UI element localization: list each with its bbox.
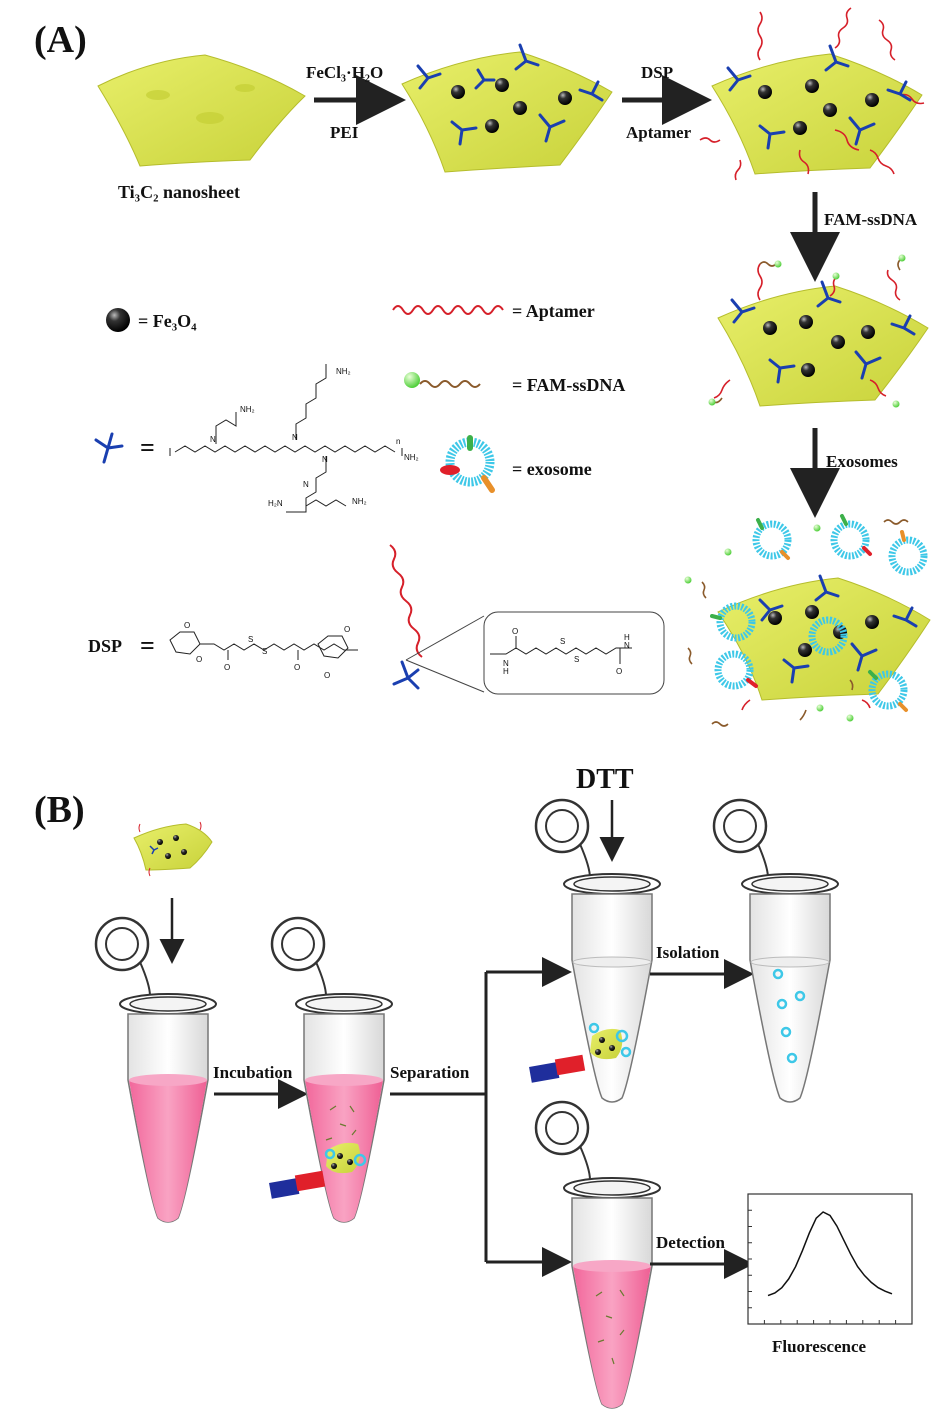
- aptamer-functionalized-nanosheet: [699, 7, 925, 181]
- pei-atom-nh2-1: NH₂: [240, 405, 255, 414]
- step2-reagent-bottom: Aptamer: [626, 123, 692, 142]
- pei-atom-h2n: H₂N: [268, 499, 283, 508]
- panel-b-label: (B): [34, 789, 85, 831]
- pei-atom-n-2: N: [292, 433, 298, 442]
- dsp-atom-o-1: O: [184, 621, 190, 630]
- pei-legend-icon: [94, 432, 124, 464]
- linker-structure-box: [483, 611, 665, 695]
- fe3o4-pei-nanosheet: [401, 43, 613, 173]
- fluorescence-label: Fluorescence: [772, 1337, 867, 1356]
- ti3c2-nanosheet: [97, 54, 306, 167]
- pei-atom-n-1: N: [210, 435, 216, 444]
- step1-reagent-bottom: PEI: [330, 123, 359, 142]
- step1-reagent-top: FeCl₃·H₂O: [306, 63, 383, 82]
- dsp-legend-label: DSP: [88, 636, 122, 656]
- exosome-legend-label: = exosome: [512, 459, 592, 479]
- pei-atom-n-4: N: [303, 480, 309, 489]
- tube-4-isolated-exosomes: [712, 798, 839, 1103]
- exosome-legend-icon: [440, 435, 495, 493]
- tube-1-sample: [94, 916, 217, 1223]
- step3-reagent: FAM-ssDNA: [824, 210, 918, 229]
- fluorescence-curve: [767, 1211, 893, 1297]
- dsp-atom-s-1: S: [248, 635, 253, 644]
- dsp-atom-o-3: O: [224, 663, 230, 672]
- dsp-atom-o-6: O: [324, 671, 330, 680]
- step2-reagent-top: DSP: [641, 63, 673, 82]
- pei-atom-n-3: N: [322, 455, 328, 464]
- linker-atom-n-1: N: [503, 659, 509, 668]
- pei-subscript-n: n: [396, 437, 400, 446]
- dtt-label: DTT: [576, 764, 634, 795]
- linker-atom-s-1: S: [560, 637, 565, 646]
- dsp-atom-o-4: O: [294, 663, 300, 672]
- pei-legend-equals: =: [140, 433, 155, 462]
- probe-nanosheet-icon: [133, 821, 213, 877]
- linker-atom-o-2: O: [616, 667, 622, 676]
- step4-reagent: Exosomes: [826, 452, 898, 471]
- incubation-label: Incubation: [213, 1063, 293, 1082]
- linker-atom-n-2: N: [624, 641, 630, 650]
- dsp-atom-o-5: O: [344, 625, 350, 634]
- nanosheet-label: Ti₃C₂ nanosheet: [118, 182, 240, 202]
- separation-label: Separation: [390, 1063, 470, 1082]
- dsp-chemical-structure: [169, 631, 358, 660]
- linker-atom-s-2: S: [574, 655, 579, 664]
- pei-atom-nh2-3: NH₂: [352, 497, 367, 506]
- linker-atom-h-1: H: [503, 667, 509, 676]
- fam-ssdna-legend-label: = FAM-ssDNA: [512, 375, 625, 395]
- fe3o4-legend-icon: [106, 308, 130, 332]
- panel-a-label: (A): [34, 19, 87, 61]
- tube-2-incubated: [269, 916, 393, 1223]
- linker-chemical-structure: [490, 636, 632, 664]
- fe3o4-legend-label: = Fe₃O₄: [138, 311, 197, 331]
- aptamer-legend-label: = Aptamer: [512, 301, 595, 321]
- dsp-atom-s-2: S: [262, 647, 267, 656]
- detection-label: Detection: [656, 1233, 725, 1252]
- linker-atom-h-2: H: [624, 633, 630, 642]
- linker-atom-o-1: O: [512, 627, 518, 636]
- isolation-label: Isolation: [656, 943, 720, 962]
- aptamer-pei-linker: [389, 544, 485, 693]
- aptamer-legend-icon: [392, 305, 504, 315]
- dsp-atom-o-2: O: [196, 655, 202, 664]
- tube-3-dtt-release: [529, 798, 661, 1103]
- fam-ssdna-legend-icon: [404, 372, 481, 388]
- tube-5-supernatant: [534, 1100, 661, 1409]
- pei-atom-nh2-4: NH₂: [404, 453, 419, 462]
- fam-ssdna-nanosheet-probe: [708, 254, 929, 408]
- pei-chemical-structure: [169, 364, 403, 513]
- pei-atom-nh2-2: NH₂: [336, 367, 351, 376]
- dsp-legend-equals: =: [140, 631, 155, 660]
- chart-frame: [747, 1193, 913, 1325]
- exosome-captured-nanosheet: [684, 514, 931, 727]
- fluorescence-spectrum-chart: [747, 1193, 913, 1325]
